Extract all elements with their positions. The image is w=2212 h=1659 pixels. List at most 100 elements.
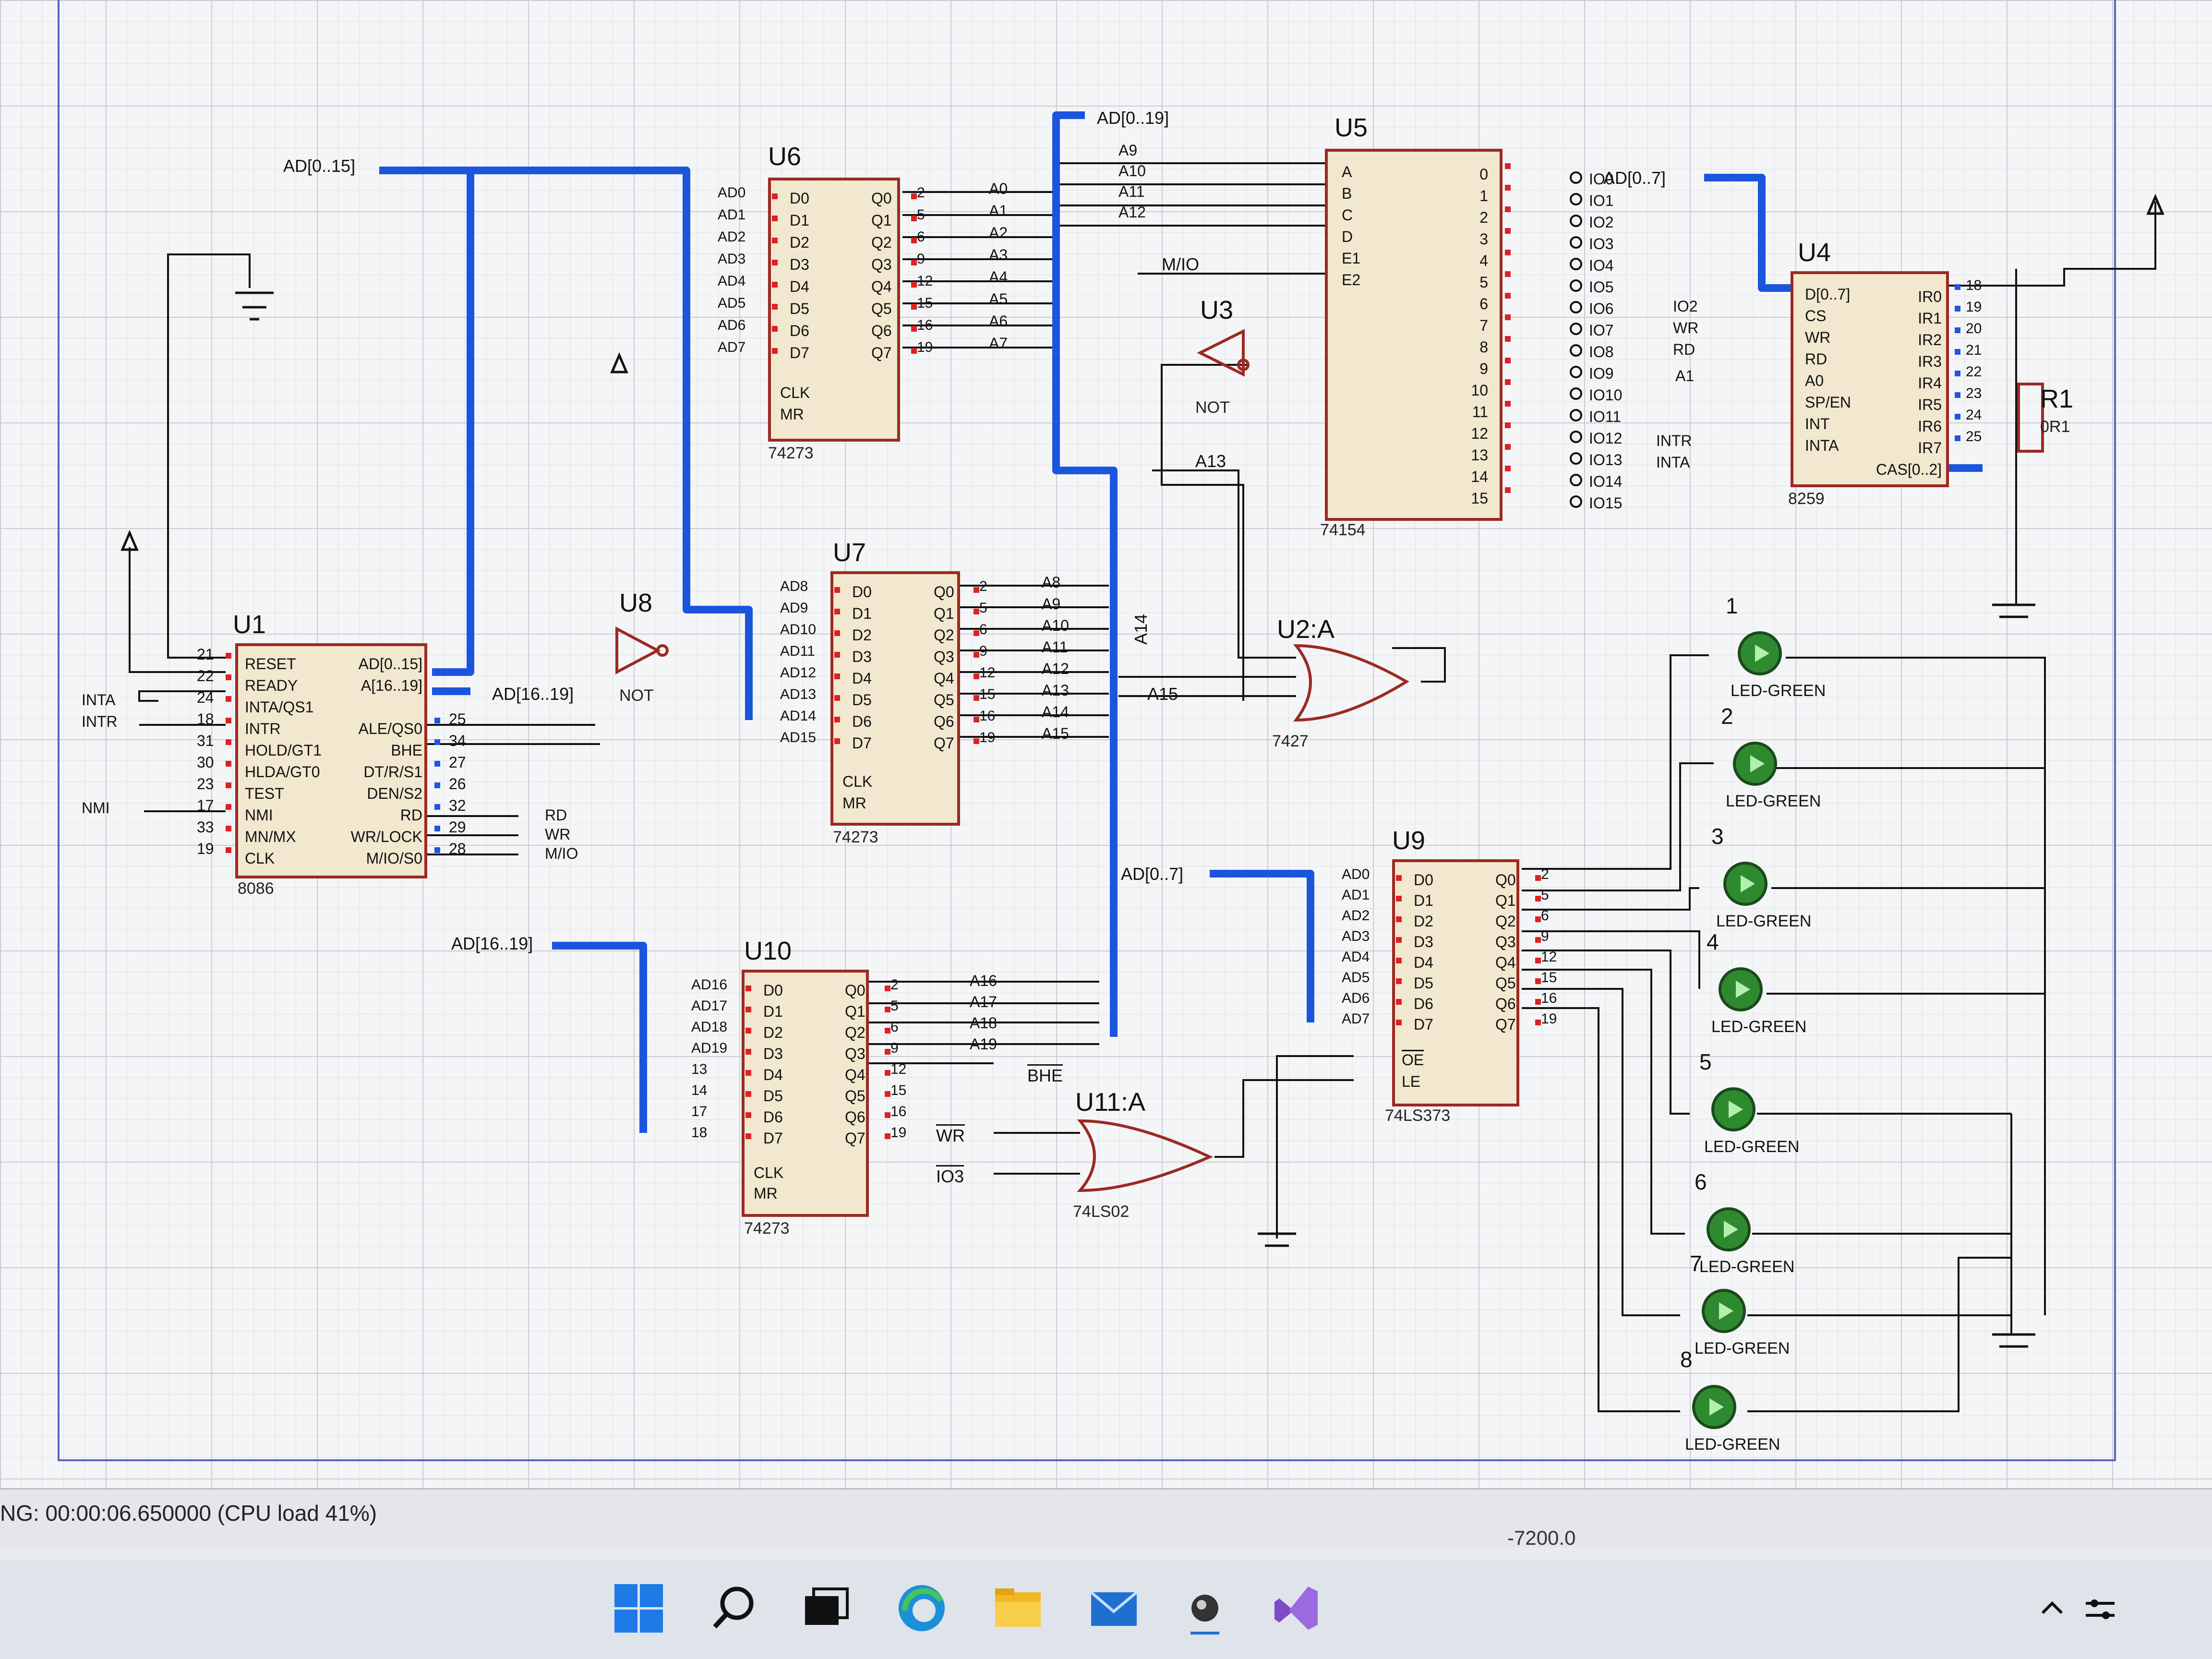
u5-num-1: 1 [1479,187,1488,204]
u5-output-port-9[interactable] [1570,366,1582,378]
u7-d-0: D0 [852,583,872,601]
u5-output-port-15[interactable] [1570,495,1582,508]
u5-output-port-13[interactable] [1570,452,1582,465]
u5-74154-chip[interactable] [1325,149,1503,521]
led-green-5[interactable] [1711,1087,1755,1131]
u1-pin-9: CLK [245,850,275,867]
u7-qn-4: 12 [979,665,996,681]
led-green-4[interactable] [1719,967,1763,1011]
u4-8259-chip[interactable] [1791,271,1949,487]
u5-output-port-14[interactable] [1570,474,1582,486]
u9-q-6: Q6 [1495,995,1516,1012]
u5-num-9: 9 [1479,360,1488,377]
u7-qn-7: 19 [979,730,996,745]
u10-part: 74273 [744,1219,790,1238]
u1-out-0: RD [545,806,567,824]
led-number: 7 [1690,1251,1702,1276]
file-explorer-icon[interactable] [989,1579,1046,1637]
u9-d-1: D1 [1414,892,1433,909]
u10-ref: U10 [744,937,792,965]
u7-q-7: Q7 [934,734,954,752]
u10-in-0: AD16 [691,977,728,993]
u1-pin-6: TEST [245,785,284,802]
u7-in-1: AD9 [780,600,808,616]
led-green-2[interactable] [1733,742,1777,786]
u10-d-2: D2 [763,1024,783,1041]
edge-icon[interactable] [893,1579,950,1637]
led-green-6[interactable] [1707,1207,1751,1251]
u5-in-0: A [1342,163,1352,180]
tray-chevron-icon[interactable] [2035,1579,2069,1637]
network-tray-icon[interactable] [2079,1579,2122,1637]
led-green-3[interactable] [1723,862,1767,906]
u7-qn-6: 16 [979,708,996,724]
netlabel-io3: IO3 [936,1166,964,1186]
u9-q-2: Q2 [1495,913,1516,930]
u10-in-5: 14 [691,1082,708,1098]
u4-left-7: INTA [1805,437,1839,454]
schematic-canvas[interactable] [0,0,2212,1488]
u5-io-9: IO9 [1589,365,1614,382]
u5-output-port-2[interactable] [1570,215,1582,227]
u5-output-port-10[interactable] [1570,387,1582,400]
u5-output-port-7[interactable] [1570,323,1582,335]
u4-left-6: INT [1805,415,1830,433]
u9-in-1: AD1 [1342,887,1370,903]
u6-74273-chip[interactable] [768,178,900,442]
u5-output-port-1[interactable] [1570,193,1582,205]
u1-pinnum-6: 23 [197,775,214,793]
u4-port-4: INTR [1656,432,1692,449]
led-label: LED-GREEN [1726,792,1821,810]
u10-q-7: Q7 [845,1130,866,1147]
u6-qn-3: 9 [917,251,925,267]
u5-output-port-6[interactable] [1570,301,1582,313]
search-icon[interactable] [706,1579,763,1637]
visual-studio-icon[interactable] [1267,1579,1325,1637]
u10-out-0: A16 [970,972,997,989]
u6-d-2: D2 [790,234,809,251]
u6-q-0: Q0 [871,190,892,207]
u4-port-2: RD [1673,341,1695,358]
r1-ref: R1 [2040,385,2074,413]
led-number: 1 [1726,593,1738,618]
u5-output-port-11[interactable] [1570,409,1582,421]
u7-q-4: Q4 [934,670,954,687]
r1-value: 0R1 [2040,418,2070,436]
u5-output-port-8[interactable] [1570,344,1582,357]
u5-num-10: 10 [1471,382,1488,399]
start-icon[interactable] [610,1579,667,1637]
u4-right-4: IR4 [1918,374,1942,392]
u5-output-port-5[interactable] [1570,279,1582,292]
u5-output-port-0[interactable] [1570,171,1582,184]
proteus-icon[interactable] [1176,1579,1234,1637]
led-green-8[interactable] [1692,1385,1736,1429]
u1-pin-5: HLDA/GT0 [245,763,320,781]
u6-q-5: Q5 [871,300,892,317]
u5-output-port-4[interactable] [1570,258,1582,270]
u10-74273-chip[interactable] [742,970,869,1217]
u1-rnum-8: 29 [449,818,466,836]
u6-out-2: A2 [989,224,1008,241]
u5-num-15: 15 [1471,490,1488,507]
u7-74273-chip[interactable] [830,571,960,826]
u6-out-4: A4 [989,268,1008,286]
mail-icon[interactable] [1085,1579,1142,1637]
u7-q-5: Q5 [934,691,954,709]
u5-output-port-12[interactable] [1570,431,1582,443]
u5-output-port-3[interactable] [1570,236,1582,249]
led-green-7[interactable] [1702,1289,1746,1333]
u9-74ls373-chip[interactable] [1392,859,1519,1106]
u1-port-2: NMI [82,799,110,817]
led-label: LED-GREEN [1695,1339,1790,1358]
netlabel-bhe: BHE [1027,1066,1063,1085]
led-number: 3 [1711,824,1724,849]
u4-ir-4: 22 [1966,364,1982,380]
u5-io-6: IO6 [1589,300,1614,317]
u1-8086-chip[interactable] [235,643,427,878]
u5-addr-1: A10 [1118,162,1146,180]
u5-io-7: IO7 [1589,322,1614,339]
ground-symbols [120,193,2164,1348]
led-green-1[interactable] [1738,631,1782,675]
u1-rnum-4: 34 [449,732,466,749]
task-view-icon[interactable] [797,1579,854,1637]
